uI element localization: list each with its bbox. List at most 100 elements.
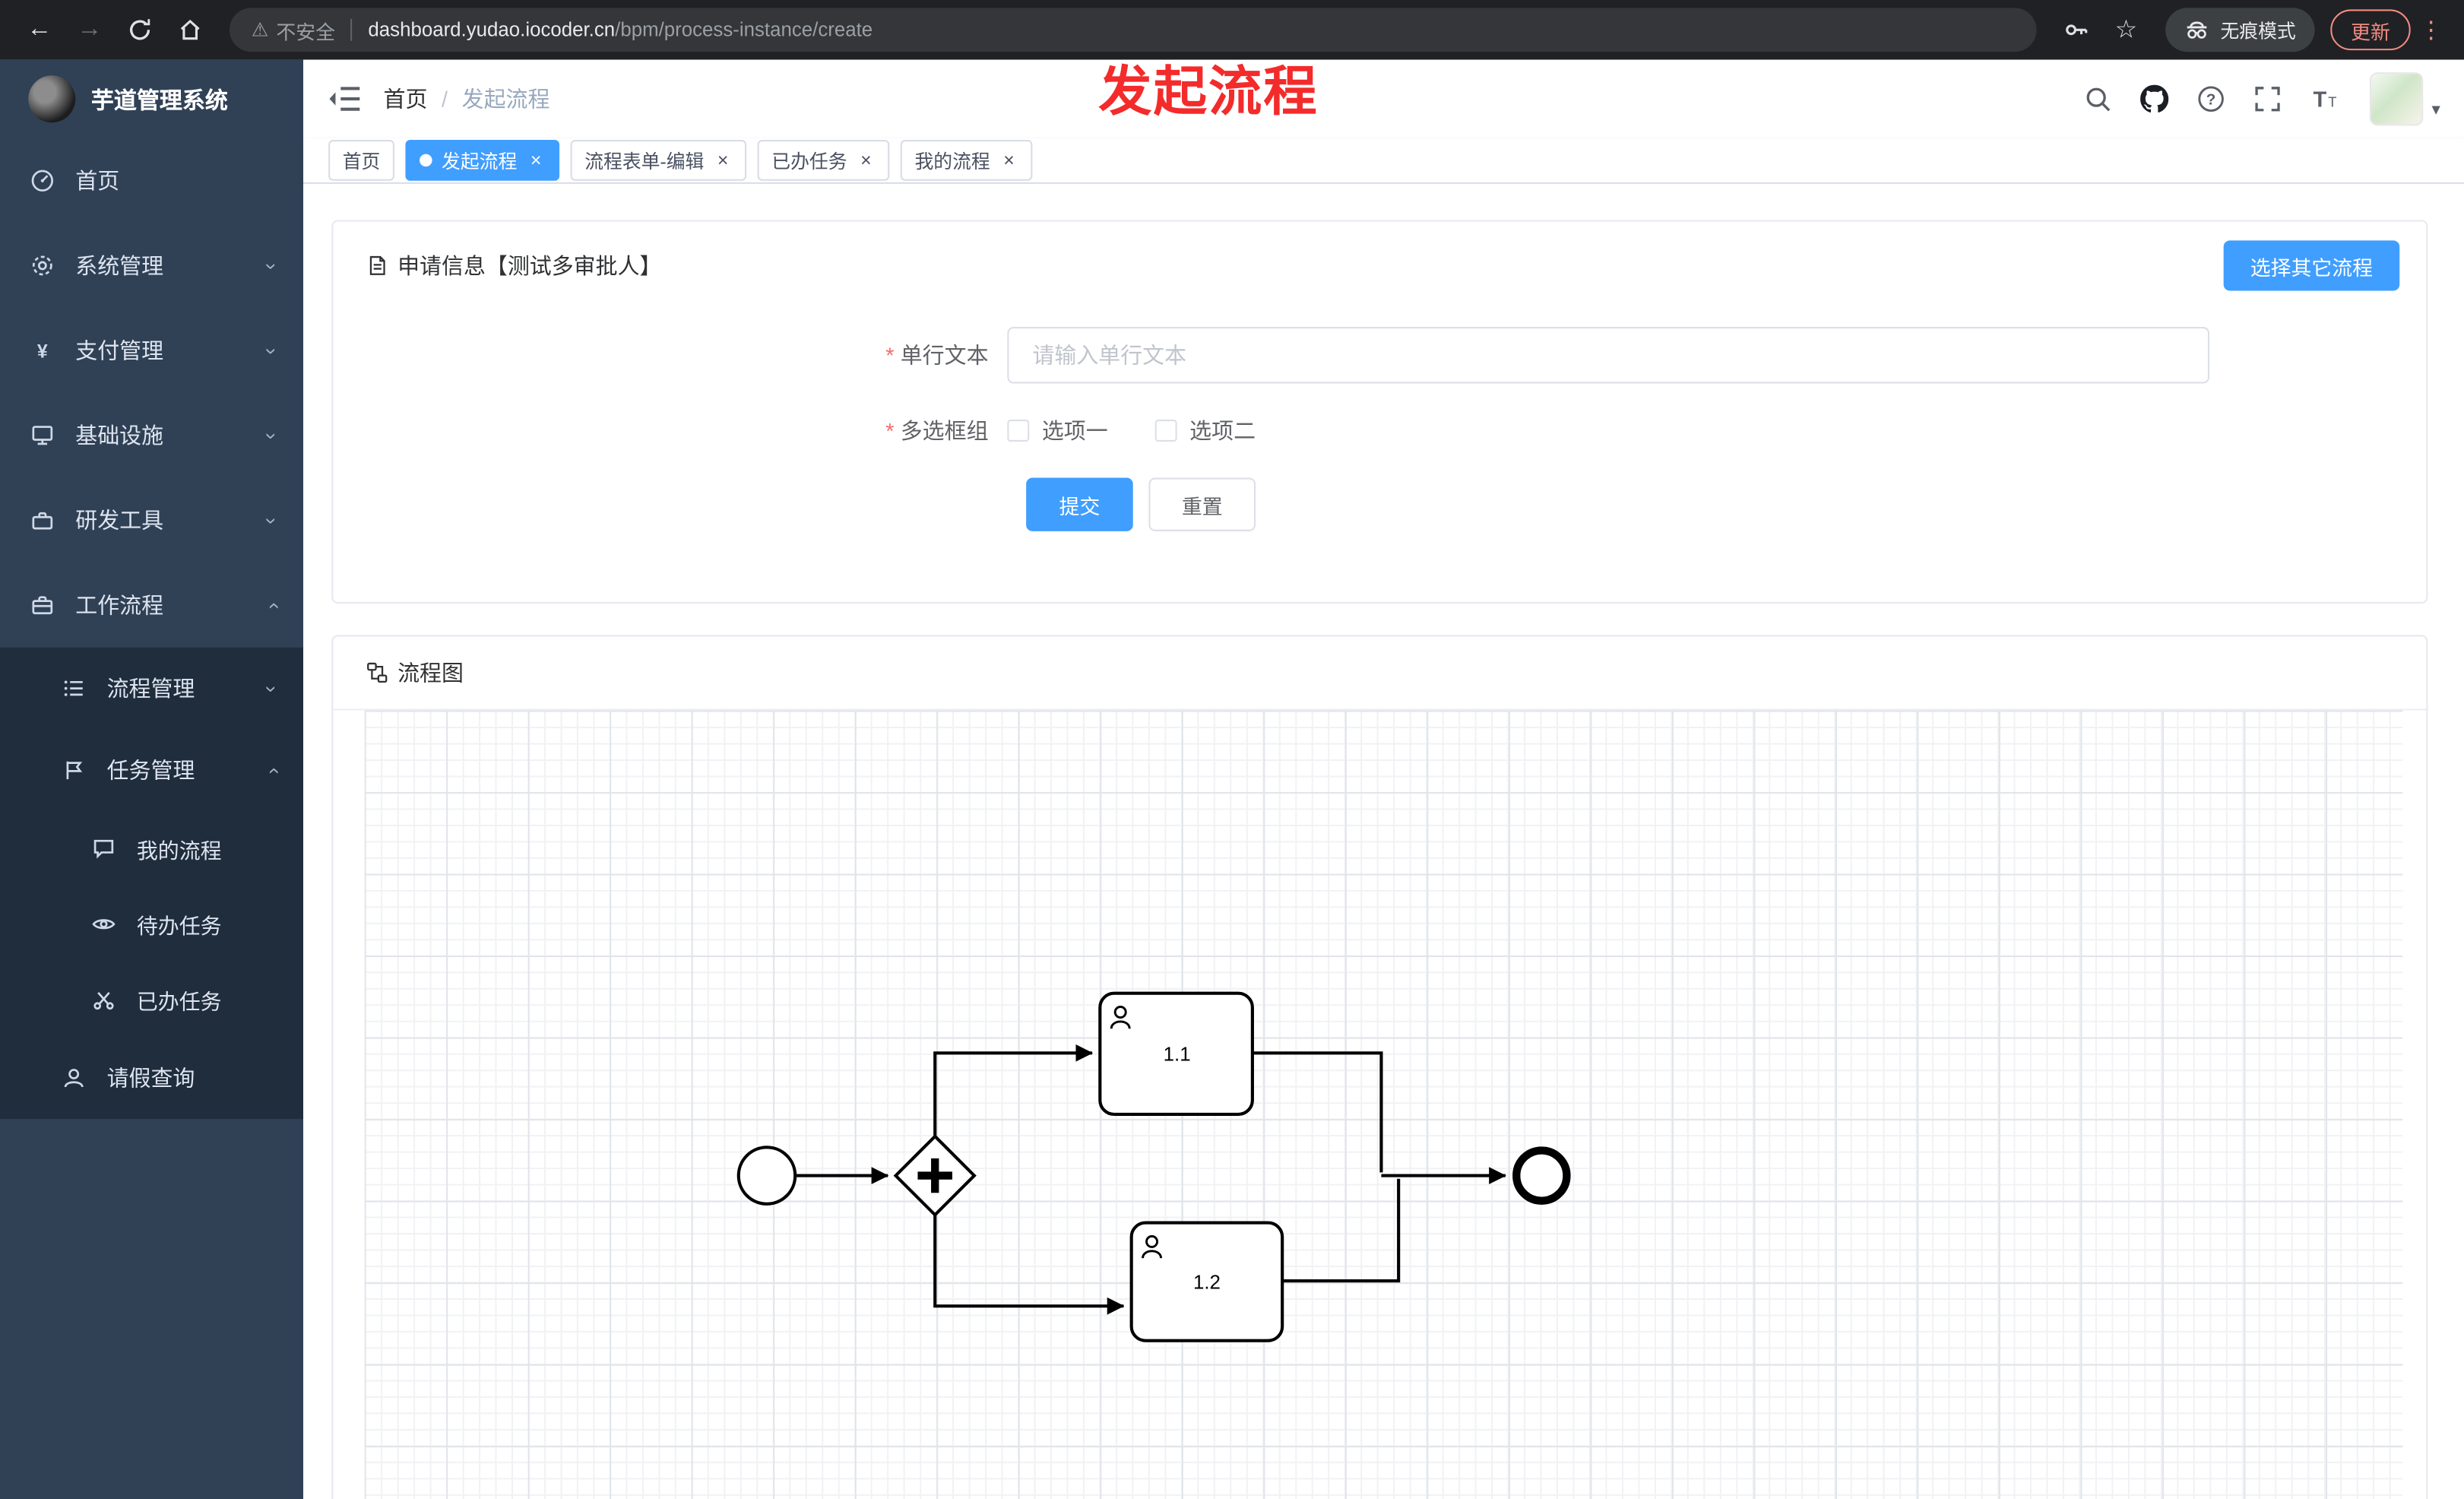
sidebar-item-label: 首页 [75,168,120,194]
close-icon[interactable]: × [860,149,872,172]
diagram-card-title: 流程图 [333,636,2427,711]
workflow-submenu: 流程管理 › 任务管理 › [0,647,304,1120]
chevron-down-icon: › [259,347,283,354]
sidebar-item-my-process[interactable]: 我的流程 [0,811,303,886]
sidebar-item-system-mgmt[interactable]: 系统管理 › [0,223,303,309]
checkbox-option-1[interactable]: 选项一 [1007,415,1108,446]
sidebar-item-label: 基础设施 [75,423,164,448]
scissors-icon [90,986,116,1013]
browser-chrome: ← → ⚠ 不安全 dashboard.yudao.iocoder.cn/bpm… [0,0,2464,60]
sidebar-item-done-task[interactable]: 已办任务 [0,962,303,1037]
sidebar-item-label: 系统管理 [75,252,164,278]
sidebar: 芋道管理系统 首页 系统管理 › [0,59,304,1499]
sidebar-item-payment-mgmt[interactable]: ¥ 支付管理 › [0,308,303,393]
svg-text:T: T [2314,88,2327,113]
sidebar-item-leave-query[interactable]: 请假查询 [0,1038,303,1120]
checkbox-label: 选项二 [1189,417,1256,444]
tab-label: 流程表单-编辑 [584,150,705,173]
monitor-icon [28,422,55,448]
url-bar[interactable]: ⚠ 不安全 dashboard.yudao.iocoder.cn/bpm/pro… [229,8,2037,52]
apply-info-card: 申请信息【测试多审批人】 选择其它流程 *单行文本 [331,220,2428,604]
svg-text:¥: ¥ [36,341,47,362]
checkbox-label: 选项一 [1041,417,1108,444]
breadcrumb-home[interactable]: 首页 [383,86,428,112]
tab-initiate-process[interactable]: 发起流程 × [405,140,560,181]
avatar[interactable] [2370,72,2424,126]
font-size-icon[interactable]: T T [2304,78,2345,119]
tab-process-form-edit[interactable]: 流程表单-编辑 × [570,140,747,181]
active-dot [420,154,432,167]
process-diagram-card: 流程图 [331,635,2428,1499]
svg-text:?: ? [2207,91,2217,109]
yen-icon: ¥ [28,338,55,364]
reload-icon[interactable] [116,6,163,53]
apply-card-title-text: 申请信息【测试多审批人】 [397,252,662,278]
user-task-1-2[interactable]: 1.2 [1129,1221,1284,1342]
browser-menu-icon[interactable]: ⋮ [2419,17,2443,44]
forward-icon: → [77,15,103,43]
sidebar-item-workflow[interactable]: 工作流程 › [0,563,303,648]
app-logo[interactable]: 芋道管理系统 [0,60,303,138]
user-menu[interactable]: ▾ [2370,72,2440,126]
bpmn-canvas[interactable]: 1.1 1.2 [364,710,2403,1499]
home-icon[interactable] [166,6,214,53]
button-label: 提交 [1059,494,1101,518]
required-marker: * [885,342,895,368]
select-other-process-button[interactable]: 选择其它流程 [2223,240,2400,291]
tab-done-task[interactable]: 已办任务 × [757,140,890,181]
end-event[interactable] [1512,1146,1571,1205]
navbar: 首页 / 发起流程 [303,59,2464,138]
close-icon[interactable]: × [1003,149,1015,172]
briefcase-icon [28,591,55,618]
sidebar-item-label: 支付管理 [75,338,164,363]
tab-label: 首页 [342,150,381,173]
tab-my-process[interactable]: 我的流程 × [900,140,1033,181]
incognito-icon [2187,21,2207,39]
sidebar-item-todo-task[interactable]: 待办任务 [0,886,303,962]
close-icon[interactable]: × [530,149,542,172]
warning-icon: ⚠ [251,18,269,41]
breadcrumb-separator: / [441,86,448,112]
sidebar-item-infrastructure[interactable]: 基础设施 › [0,393,303,478]
update-button[interactable]: 更新 [2330,9,2411,51]
single-line-text-input[interactable] [1007,327,2210,384]
fullscreen-icon[interactable] [2248,78,2289,119]
tab-home[interactable]: 首页 [328,140,394,181]
sidebar-item-dev-tools[interactable]: 研发工具 › [0,478,303,563]
list-icon [60,675,87,702]
parallel-gateway[interactable] [893,1133,977,1218]
svg-text:T: T [2329,94,2337,110]
dashboard-icon [28,167,55,194]
eye-icon [90,911,116,937]
user-task-1-1[interactable]: 1.1 [1098,991,1254,1116]
sidebar-fold-icon[interactable] [327,84,361,115]
sidebar-item-label: 流程管理 [106,676,195,702]
checkbox-icon[interactable] [1154,420,1177,442]
sidebar-item-home[interactable]: 首页 [0,138,303,223]
bookmark-star-icon[interactable]: ☆ [2114,17,2138,44]
start-event[interactable] [736,1146,797,1206]
chevron-up-icon: › [259,601,283,609]
checkbox-icon[interactable] [1007,420,1030,442]
flag-icon [60,757,87,784]
update-label: 更新 [2351,21,2390,43]
page-content: 申请信息【测试多审批人】 选择其它流程 *单行文本 [303,183,2464,1499]
sidebar-item-task-mgmt[interactable]: 任务管理 › [0,729,303,811]
sidebar-item-label: 我的流程 [136,839,222,864]
close-icon[interactable]: × [717,149,729,172]
checkbox-option-2[interactable]: 选项二 [1154,415,1256,446]
document-icon [369,255,385,275]
submit-button[interactable]: 提交 [1026,477,1133,531]
chevron-down-icon: › [259,432,283,439]
sidebar-item-process-mgmt[interactable]: 流程管理 › [0,648,303,730]
reset-button[interactable]: 重置 [1148,477,1256,531]
button-label: 选择其它流程 [2250,255,2374,279]
key-icon[interactable] [2052,6,2099,53]
main-area: 首页 / 发起流程 [303,59,2464,1499]
search-icon[interactable] [2078,78,2119,119]
back-icon[interactable]: ← [27,15,52,43]
github-icon[interactable] [2135,78,2176,119]
help-icon[interactable]: ? [2191,78,2232,119]
diagram-card-title-text: 流程图 [397,660,464,686]
